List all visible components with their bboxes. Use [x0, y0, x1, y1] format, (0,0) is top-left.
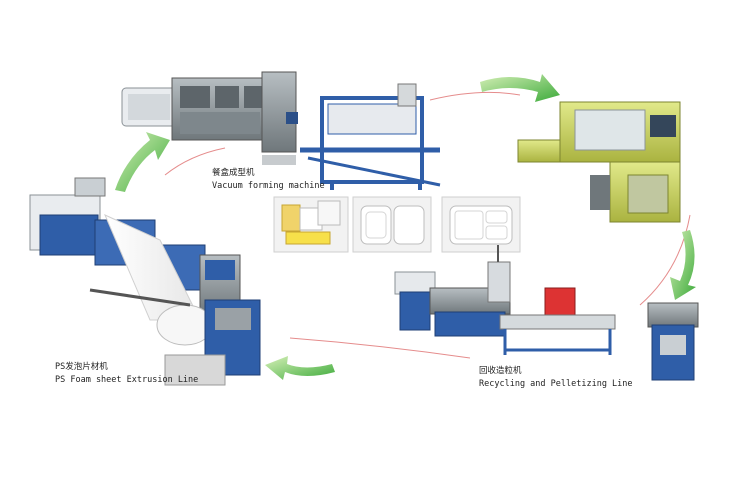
recycling-caption-cn: 回收造粒机	[479, 366, 522, 376]
recycling-caption-en: Recycling and Pelletizing Line	[479, 379, 633, 389]
arrow-right-top-icon	[480, 74, 560, 102]
product-photo-containers	[273, 196, 349, 253]
vacuum-forming-caption-cn: 餐盒成型机	[212, 168, 255, 178]
flow-arrows	[115, 74, 696, 380]
cutting-press-machine	[517, 101, 681, 223]
vacuum-forming-machine	[121, 71, 441, 190]
arrow-down-right-icon	[670, 230, 696, 300]
product-photos	[273, 196, 521, 253]
product-photo-tray	[441, 196, 521, 253]
arrow-left-bottom-icon	[265, 356, 335, 380]
vacuum-forming-caption-en: Vacuum forming machine	[212, 181, 325, 191]
ps-foam-caption-cn: PS发泡片材机	[55, 362, 108, 372]
arrow-up-left-icon	[115, 132, 170, 192]
recycling-pelletizing-line	[394, 245, 699, 381]
product-photo-clamshell	[352, 196, 432, 253]
ps-foam-extrusion-line	[29, 177, 261, 386]
ps-foam-caption-en: PS Foam sheet Extrusion Line	[55, 375, 199, 385]
cycle-arcs	[164, 91, 691, 359]
